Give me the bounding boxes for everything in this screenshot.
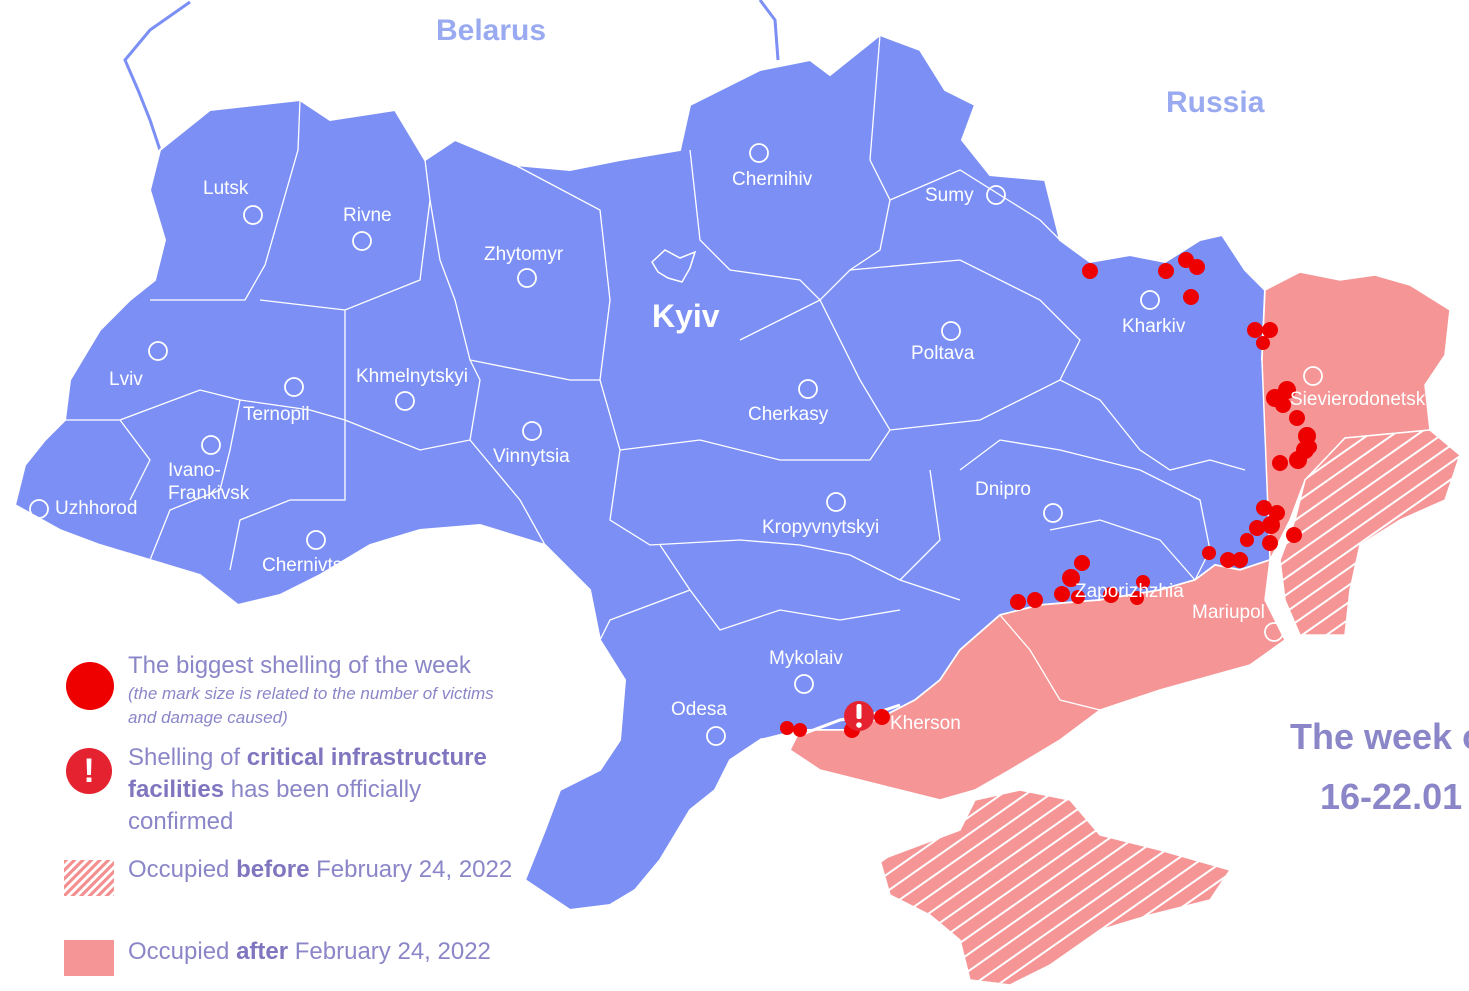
legend-shelling-label: The biggest shelling of the week (128, 652, 471, 679)
solid-swatch (64, 940, 114, 976)
legend-shelling-note: (the mark size is related to the number … (128, 684, 494, 727)
label-ivano-frankivsk: Ivano- Frankivsk (168, 460, 250, 504)
label-sumy: Sumy (925, 185, 974, 206)
week-title-line1: The week of (1290, 716, 1469, 757)
legend-critical-bold: critical infrastructure facilities (128, 744, 487, 803)
label-chernivtsi: Chernivts (262, 555, 343, 576)
label-ternopil: Ternopil (243, 404, 310, 425)
label-uzhhorod: Uzhhorod (55, 498, 138, 519)
label-odesa: Odesa (671, 699, 727, 720)
label-chernihiv: Chernihiv (732, 169, 813, 190)
legend-critical-suffix: has been officially confirmed (128, 776, 422, 835)
label-khmelnytskyi: Khmelnytskyi (356, 366, 468, 387)
legend-after-suffix: February 24, 2022 (288, 938, 491, 965)
occupied-before-donbas (1279, 429, 1461, 636)
label-russia: Russia (1166, 86, 1265, 119)
russia-border (758, 0, 780, 61)
label-kyiv: Kyiv (652, 298, 720, 334)
legend-before-suffix: February 24, 2022 (309, 856, 513, 883)
label-zhytomyr: Zhytomyr (484, 244, 564, 265)
legend-after-bold: after (236, 938, 289, 965)
label-vinnytsia: Vinnytsia (493, 446, 570, 467)
label-kherson: Kherson (890, 713, 961, 734)
critical-infrastructure-mark (844, 701, 874, 731)
hatch-swatch (64, 860, 114, 896)
legend-before-bold: before (236, 856, 310, 883)
label-mykolaiv: Mykolaiv (769, 648, 843, 669)
label-rivne: Rivne (343, 205, 392, 226)
label-zaporizhzhia: Zaporizhzhia (1075, 581, 1184, 602)
kyiv-city-outline (651, 249, 697, 283)
occupied-before-crimea (879, 789, 1232, 986)
label-mariupol: Mariupol (1192, 602, 1265, 623)
label-dnipro: Dnipro (975, 479, 1031, 500)
label-lviv: Lviv (109, 369, 143, 390)
red-dot-icon (66, 662, 114, 710)
shelling-dots (780, 252, 1317, 738)
legend-critical-prefix: Shelling of (128, 744, 247, 771)
oblast-borders (65, 34, 1246, 711)
belarus-border (123, 0, 191, 151)
week-title-line2: 16-22.01 (1320, 776, 1463, 817)
legend-after-prefix: Occupied (128, 938, 237, 965)
label-belarus: Belarus (436, 14, 547, 47)
exclamation-icon: ! (66, 748, 112, 794)
label-lutsk: Lutsk (203, 178, 249, 199)
label-cherkasy: Cherkasy (748, 404, 829, 425)
label-poltava: Poltava (911, 343, 975, 364)
label-kharkiv: Kharkiv (1122, 316, 1186, 337)
legend-before-prefix: Occupied (128, 856, 237, 883)
city-markers (29, 143, 1323, 746)
label-sievierodonetsk: Sievierodonetsk (1290, 389, 1426, 410)
label-kropyvnytskyi: Kropyvnytskyi (762, 517, 880, 538)
